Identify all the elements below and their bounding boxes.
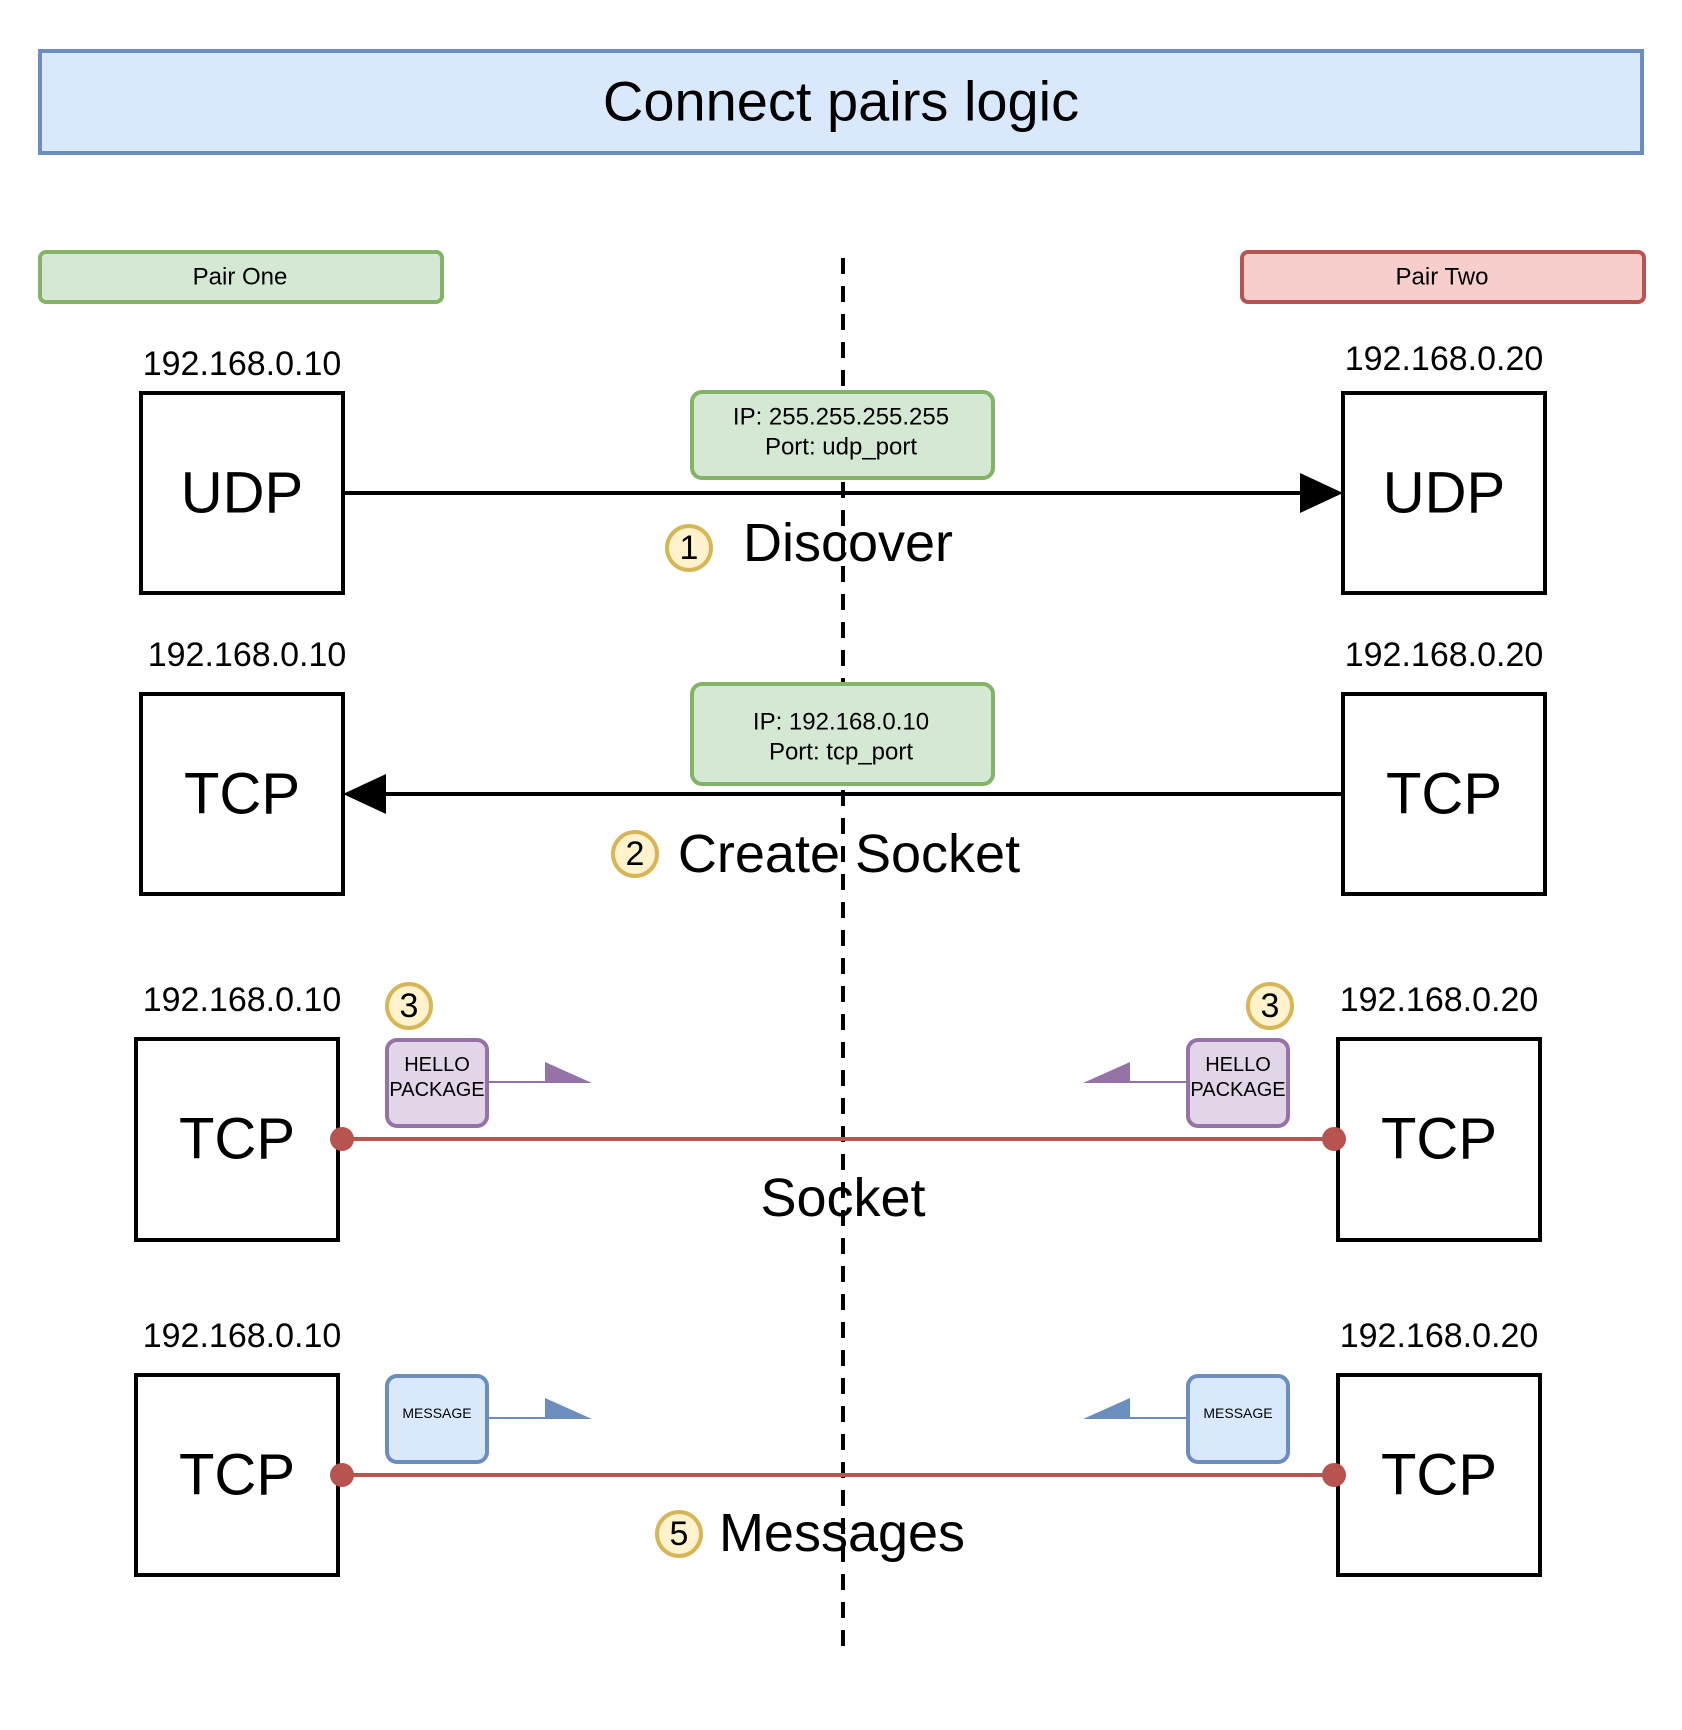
message-send-arrow-left [1083,1398,1188,1419]
step-1-badge [665,524,713,572]
step-3-badge-right [1246,982,1294,1030]
messages-label: Messages [719,1503,965,1563]
pair-two-ip: 192.168.0.20 [1345,340,1544,378]
pair-one-ip: 192.168.0.10 [143,1317,342,1355]
message-send-arrow-right [487,1398,592,1419]
hello-package-right-line1: HELLO [1205,1054,1271,1076]
discover-arrow-head [1300,473,1343,513]
pair-two-ip: 192.168.0.20 [1340,1317,1539,1355]
pair-two-udp-label: UDP [1383,461,1505,526]
socket-left-endpoint [330,1127,354,1151]
pair-two-tcp-box [1336,1373,1542,1577]
hello-package-right-line2: PACKAGE [1190,1079,1285,1101]
message-packet-right-label: MESSAGE [1203,1405,1272,1421]
step-2-number: 2 [626,835,645,873]
pair-two-ip: 192.168.0.20 [1345,636,1544,674]
pair-two-header [1240,250,1646,304]
create-socket-note-port: Port: tcp_port [769,739,913,766]
discover-note [690,390,995,480]
socket-label: Socket [760,1168,925,1228]
pair-one-ip: 192.168.0.10 [143,345,342,383]
step-5-badge [655,1510,703,1558]
message-right-endpoint [1322,1463,1346,1487]
pair-one-ip: 192.168.0.10 [148,636,347,674]
step-5-number: 5 [670,1515,689,1553]
pair-two-tcp-label: TCP [1381,1107,1497,1172]
step-1-number: 1 [680,529,699,567]
pair-one-header [38,250,444,304]
discover-label: Discover [743,513,953,573]
diagram-title: Connect pairs logic [603,70,1079,133]
step-3-badge-left [385,982,433,1030]
pair-two-tcp-box [1341,692,1547,896]
message-packet-left-label: MESSAGE [402,1405,471,1421]
create-socket-note [690,682,995,786]
pair-one-tcp-label: TCP [179,1107,295,1172]
discover-note-ip: IP: 255.255.255.255 [733,404,949,431]
create-socket-note-ip: IP: 192.168.0.10 [753,709,929,736]
pair-two-tcp-label: TCP [1381,1443,1497,1508]
pair-one-tcp-box [134,1037,340,1242]
title-box [38,49,1644,155]
pair-one-tcp-label: TCP [184,762,300,827]
pair-two-ip: 192.168.0.20 [1340,981,1539,1019]
step-3-number-left: 3 [400,987,419,1025]
pair-one-udp-label: UDP [181,461,303,526]
create-socket-label: Create Socket [678,824,1020,884]
pair-one-udp-box [139,391,345,595]
step-3-number-right: 3 [1261,987,1280,1025]
pair-two-label: Pair Two [1396,264,1489,291]
step-2-badge [611,830,659,878]
message-left-endpoint [330,1463,354,1487]
hello-send-arrow-left [1083,1062,1188,1083]
socket-right-endpoint [1322,1127,1346,1151]
pair-one-tcp-box [139,692,345,896]
discover-note-port: Port: udp_port [765,434,917,461]
pair-one-tcp-box [134,1373,340,1577]
hello-package-left-line2: PACKAGE [389,1079,484,1101]
hello-send-arrow-right [487,1062,592,1083]
pair-two-tcp-label: TCP [1386,762,1502,827]
create-socket-arrow-head [343,774,386,814]
hello-package-left-line1: HELLO [404,1054,470,1076]
pair-one-label: Pair One [193,264,288,291]
pair-one-tcp-label: TCP [179,1443,295,1508]
pair-one-ip: 192.168.0.10 [143,981,342,1019]
